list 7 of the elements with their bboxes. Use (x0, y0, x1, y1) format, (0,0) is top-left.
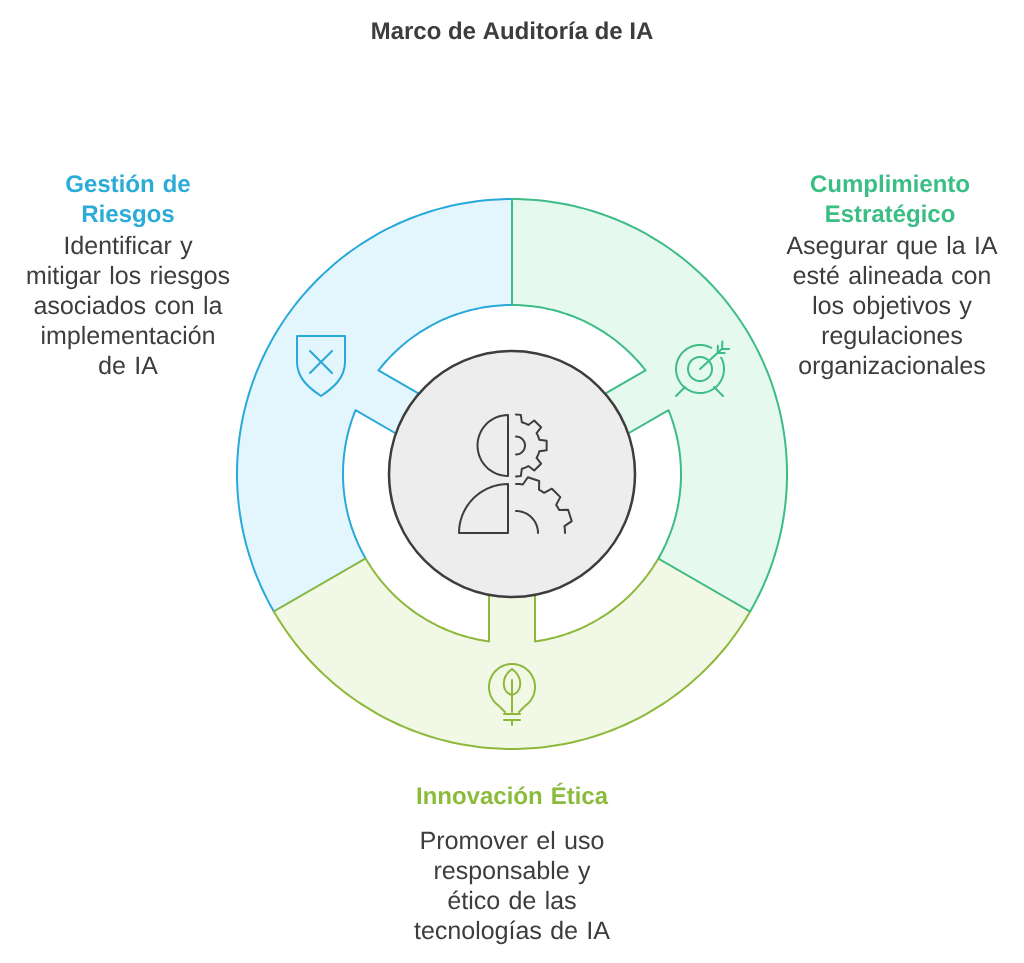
heading: Innovación Ética (417, 782, 609, 805)
description: Asegurar que la IA esté alineada con los objetivos y regulaciones organizacionales (786, 235, 998, 380)
description: Promover el uso responsable y ético de las tecnologías de IA (414, 830, 610, 945)
title: Marco de Auditoría de IA (372, 21, 653, 40)
heading: Cumplimiento Estratégico (811, 174, 970, 228)
heading: Gestión de Riesgos (66, 174, 190, 228)
description: Identificar y mitigar los riesgos asociados con la implementación de IA (27, 235, 230, 375)
